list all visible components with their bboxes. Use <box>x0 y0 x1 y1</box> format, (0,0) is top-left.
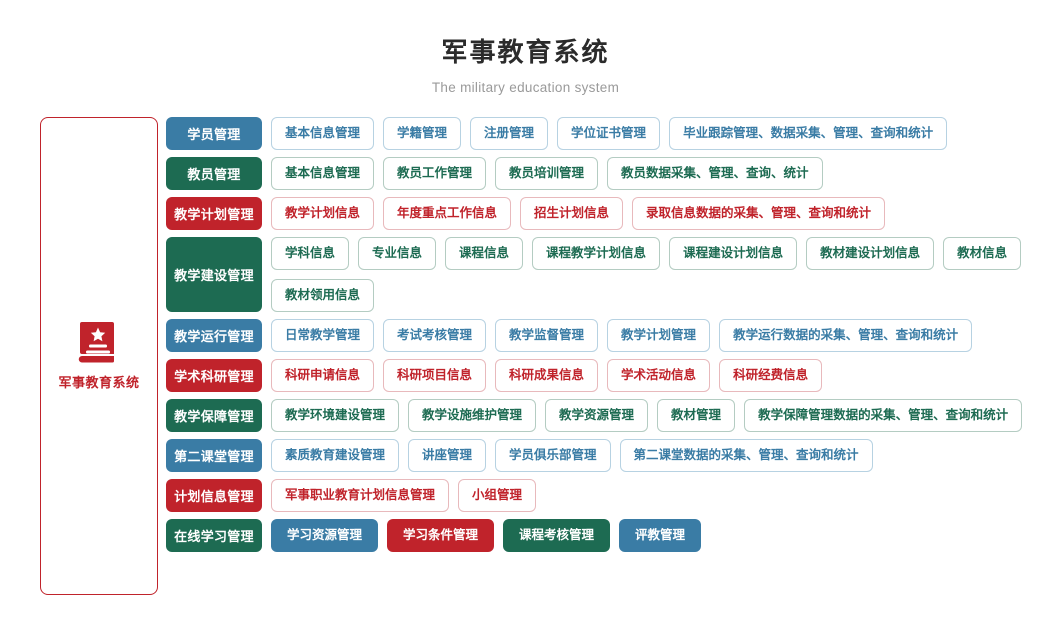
row-item-list: 基本信息管理学籍管理注册管理学位证书管理毕业跟踪管理、数据采集、管理、查询和统计 <box>271 116 1033 150</box>
row-item-list: 基本信息管理教员工作管理教员培训管理教员数据采集、管理、查询、统计 <box>271 156 1033 190</box>
row-item-button[interactable]: 课程考核管理 <box>503 518 611 552</box>
row-item-button[interactable]: 教员培训管理 <box>495 156 599 190</box>
row-item-button[interactable]: 评教管理 <box>619 518 702 552</box>
row-item-list: 学科信息专业信息课程信息课程教学计划信息课程建设计划信息教材建设计划信息教材信息… <box>271 236 1033 312</box>
row-item-button[interactable]: 科研经费信息 <box>719 358 823 392</box>
row-head-button[interactable]: 学员管理 <box>166 116 262 150</box>
row-item-button[interactable]: 教材信息 <box>943 236 1022 270</box>
diagram-row: 教员管理基本信息管理教员工作管理教员培训管理教员数据采集、管理、查询、统计 <box>166 156 1033 190</box>
row-item-button[interactable]: 专业信息 <box>358 236 437 270</box>
book-star-icon <box>78 320 120 364</box>
diagram-row: 学术科研管理科研申请信息科研项目信息科研成果信息学术活动信息科研经费信息 <box>166 358 1033 392</box>
row-item-button[interactable]: 科研项目信息 <box>383 358 487 392</box>
row-item-list: 教学环境建设管理教学设施维护管理教学资源管理教材管理教学保障管理数据的采集、管理… <box>271 398 1033 432</box>
row-item-button[interactable]: 课程教学计划信息 <box>532 236 661 270</box>
row-item-button[interactable]: 录取信息数据的采集、管理、查询和统计 <box>632 196 886 230</box>
system-root-card[interactable]: 军事教育系统 <box>40 116 158 595</box>
row-item-button[interactable]: 第二课堂数据的采集、管理、查询和统计 <box>619 438 873 472</box>
row-head-button[interactable]: 教学保障管理 <box>166 398 262 432</box>
row-item-button[interactable]: 教材建设计划信息 <box>806 236 935 270</box>
row-item-button[interactable]: 学科信息 <box>271 236 350 270</box>
row-item-button[interactable]: 基本信息管理 <box>271 156 375 190</box>
diagram-row: 第二课堂管理素质教育建设管理讲座管理学员俱乐部管理第二课堂数据的采集、管理、查询… <box>166 438 1033 472</box>
diagram-row: 教学计划管理教学计划信息年度重点工作信息招生计划信息录取信息数据的采集、管理、查… <box>166 196 1033 230</box>
row-item-button[interactable]: 日常教学管理 <box>271 318 375 352</box>
row-item-button[interactable]: 教学监督管理 <box>495 318 599 352</box>
row-item-list: 军事职业教育计划信息管理小组管理 <box>271 478 1033 512</box>
row-item-button[interactable]: 教学设施维护管理 <box>408 398 537 432</box>
row-item-button[interactable]: 教材领用信息 <box>271 278 375 312</box>
row-item-list: 学习资源管理学习条件管理课程考核管理评教管理 <box>271 518 1033 552</box>
row-head-button[interactable]: 计划信息管理 <box>166 478 262 512</box>
row-item-button[interactable]: 教学计划信息 <box>271 196 375 230</box>
row-item-button[interactable]: 年度重点工作信息 <box>383 196 512 230</box>
row-item-button[interactable]: 教学运行数据的采集、管理、查询和统计 <box>719 318 973 352</box>
diagram-row: 教学运行管理日常教学管理考试考核管理教学监督管理教学计划管理教学运行数据的采集、… <box>166 318 1033 352</box>
row-item-button[interactable]: 考试考核管理 <box>383 318 487 352</box>
diagram-row: 计划信息管理军事职业教育计划信息管理小组管理 <box>166 478 1033 512</box>
row-item-button[interactable]: 讲座管理 <box>408 438 487 472</box>
diagram-row: 教学保障管理教学环境建设管理教学设施维护管理教学资源管理教材管理教学保障管理数据… <box>166 398 1033 432</box>
row-item-button[interactable]: 学术活动信息 <box>607 358 711 392</box>
row-item-list: 科研申请信息科研项目信息科研成果信息学术活动信息科研经费信息 <box>271 358 1033 392</box>
row-item-button[interactable]: 学习资源管理 <box>271 518 379 552</box>
row-list: 学员管理基本信息管理学籍管理注册管理学位证书管理毕业跟踪管理、数据采集、管理、查… <box>166 116 1033 595</box>
page-header: 军事教育系统 The military education system <box>0 0 1051 95</box>
row-item-button[interactable]: 教学资源管理 <box>545 398 649 432</box>
row-item-button[interactable]: 学员俱乐部管理 <box>495 438 611 472</box>
diagram-row: 学员管理基本信息管理学籍管理注册管理学位证书管理毕业跟踪管理、数据采集、管理、查… <box>166 116 1033 150</box>
row-head-button[interactable]: 在线学习管理 <box>166 518 262 552</box>
row-item-button[interactable]: 毕业跟踪管理、数据采集、管理、查询和统计 <box>669 116 948 150</box>
row-head-button[interactable]: 学术科研管理 <box>166 358 262 392</box>
row-item-button[interactable]: 招生计划信息 <box>520 196 624 230</box>
row-item-button[interactable]: 教材管理 <box>657 398 736 432</box>
row-item-button[interactable]: 教学计划管理 <box>607 318 711 352</box>
row-item-button[interactable]: 课程建设计划信息 <box>669 236 798 270</box>
row-item-button[interactable]: 素质教育建设管理 <box>271 438 400 472</box>
row-item-button[interactable]: 军事职业教育计划信息管理 <box>271 478 450 512</box>
row-item-button[interactable]: 科研申请信息 <box>271 358 375 392</box>
row-item-button[interactable]: 小组管理 <box>458 478 537 512</box>
row-item-button[interactable]: 学位证书管理 <box>557 116 661 150</box>
row-item-button[interactable]: 课程信息 <box>445 236 524 270</box>
row-item-button[interactable]: 教员工作管理 <box>383 156 487 190</box>
system-root-label: 军事教育系统 <box>58 375 140 391</box>
row-item-button[interactable]: 教学保障管理数据的采集、管理、查询和统计 <box>744 398 1023 432</box>
row-item-list: 日常教学管理考试考核管理教学监督管理教学计划管理教学运行数据的采集、管理、查询和… <box>271 318 1033 352</box>
row-head-button[interactable]: 教学运行管理 <box>166 318 262 352</box>
row-item-list: 教学计划信息年度重点工作信息招生计划信息录取信息数据的采集、管理、查询和统计 <box>271 196 1033 230</box>
row-item-button[interactable]: 注册管理 <box>470 116 549 150</box>
diagram-row: 教学建设管理学科信息专业信息课程信息课程教学计划信息课程建设计划信息教材建设计划… <box>166 236 1033 312</box>
page-subtitle: The military education system <box>431 79 620 95</box>
row-item-list: 素质教育建设管理讲座管理学员俱乐部管理第二课堂数据的采集、管理、查询和统计 <box>271 438 1033 472</box>
row-head-button[interactable]: 教员管理 <box>166 156 262 190</box>
row-head-button[interactable]: 教学计划管理 <box>166 196 262 230</box>
row-item-button[interactable]: 基本信息管理 <box>271 116 375 150</box>
row-item-button[interactable]: 教学环境建设管理 <box>271 398 400 432</box>
row-item-button[interactable]: 学习条件管理 <box>387 518 495 552</box>
row-item-button[interactable]: 学籍管理 <box>383 116 462 150</box>
row-item-button[interactable]: 科研成果信息 <box>495 358 599 392</box>
row-item-button[interactable]: 教员数据采集、管理、查询、统计 <box>607 156 823 190</box>
diagram-row: 在线学习管理学习资源管理学习条件管理课程考核管理评教管理 <box>166 518 1033 552</box>
system-diagram: 军事教育系统 学员管理基本信息管理学籍管理注册管理学位证书管理毕业跟踪管理、数据… <box>0 95 1051 595</box>
page-title: 军事教育系统 <box>441 37 610 67</box>
row-head-button[interactable]: 第二课堂管理 <box>166 438 262 472</box>
row-head-button[interactable]: 教学建设管理 <box>166 236 262 312</box>
